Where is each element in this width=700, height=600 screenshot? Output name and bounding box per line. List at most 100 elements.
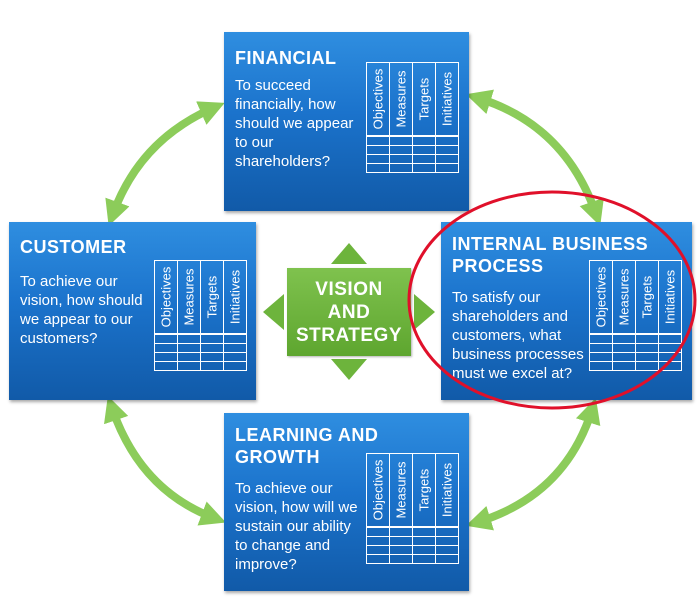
table-header-cell: Objectives [370,68,386,130]
table-cell [658,344,681,352]
table-cell [389,137,412,145]
arrow-customer-learning [104,395,226,526]
table-row [590,352,681,361]
vision-line1: VISION [315,278,383,300]
customer-title: CUSTOMER [20,237,127,257]
table-header-cell: Targets [412,454,435,526]
table-cell [367,137,389,145]
internal-business-process-card: INTERNAL BUSINESS PROCESS To satisfy our… [441,222,692,400]
table-row [590,343,681,352]
table-cell [155,353,177,361]
arrow-internal-learning [465,397,601,531]
internal-title-line1: INTERNAL BUSINESS [452,234,649,254]
table-cell [412,155,435,163]
table-cell [435,537,458,545]
table-cell [435,155,458,163]
customer-card: CUSTOMER To achieve our vision, how shou… [9,222,256,400]
table-header-cell: Objectives [158,266,174,328]
table-cell [635,353,658,361]
vision-strategy-box: VISION AND STRATEGY [287,268,411,356]
table-row [367,145,458,154]
table-cell [155,335,177,343]
table-cell [412,537,435,545]
table-row [367,545,458,554]
table-cell [200,353,223,361]
table-cell [412,528,435,536]
table-cell [612,335,635,343]
table-row [155,334,246,343]
table-cell [635,362,658,370]
learning-title-line1: LEARNING AND [235,425,379,445]
table-cell [435,146,458,154]
financial-question: To succeed financially, how should we ap… [235,77,354,170]
table-header-cell: Objectives [370,459,386,521]
table-row [590,334,681,343]
table-cell [389,537,412,545]
table-cell [367,537,389,545]
table-cell [412,137,435,145]
learning-growth-card: LEARNING AND GROWTH To achieve our visio… [224,413,469,591]
table-header-cell: Measures [177,261,200,333]
vision-line2: AND [327,301,371,323]
table-row [155,352,246,361]
center-arrow-left-icon [263,294,284,330]
table-cell [612,353,635,361]
center-arrow-down-icon [331,359,367,380]
table-cell [223,335,246,343]
table-cell [590,335,612,343]
table-header-cell: Measures [389,454,412,526]
table-header-cell: Initiatives [658,261,681,333]
table-cell [367,528,389,536]
table-row [590,361,681,370]
table-cell [155,362,177,370]
table-header-cell: Objectives [593,266,609,328]
table-row [155,361,246,370]
table-cell [412,146,435,154]
table-cell [367,555,389,563]
table-cell [412,164,435,172]
table-cell [612,344,635,352]
table-cell [635,344,658,352]
table-row [155,343,246,352]
table-cell [658,362,681,370]
table-cell [658,353,681,361]
arrow-financial-customer [105,101,225,227]
table-row [367,163,458,172]
table-cell [435,546,458,554]
table-cell [389,546,412,554]
table-row [367,154,458,163]
learning-title-line2: GROWTH [235,447,320,467]
table-cell [177,353,200,361]
table-cell [590,353,612,361]
table-header-cell: Targets [412,63,435,135]
financial-title: FINANCIAL [235,48,337,68]
table-cell [389,555,412,563]
table-cell [200,362,223,370]
table-cell [612,362,635,370]
table-header-cell: Targets [635,261,658,333]
center-arrow-up-icon [331,243,367,264]
table-header-cell: Initiatives [223,261,246,333]
table-cell [177,362,200,370]
table-cell [389,164,412,172]
table-header-cell: Measures [612,261,635,333]
table-cell [223,353,246,361]
customer-question: To achieve our vision, how should we app… [20,273,143,347]
table-header-cell: Initiatives [435,63,458,135]
table-cell [177,335,200,343]
table-cell [389,146,412,154]
table-cell [658,335,681,343]
table-row [367,527,458,536]
table-cell [389,155,412,163]
table-header-cell: Targets [200,261,223,333]
table-cell [367,546,389,554]
table-cell [412,555,435,563]
table-cell [200,335,223,343]
table-cell [367,146,389,154]
